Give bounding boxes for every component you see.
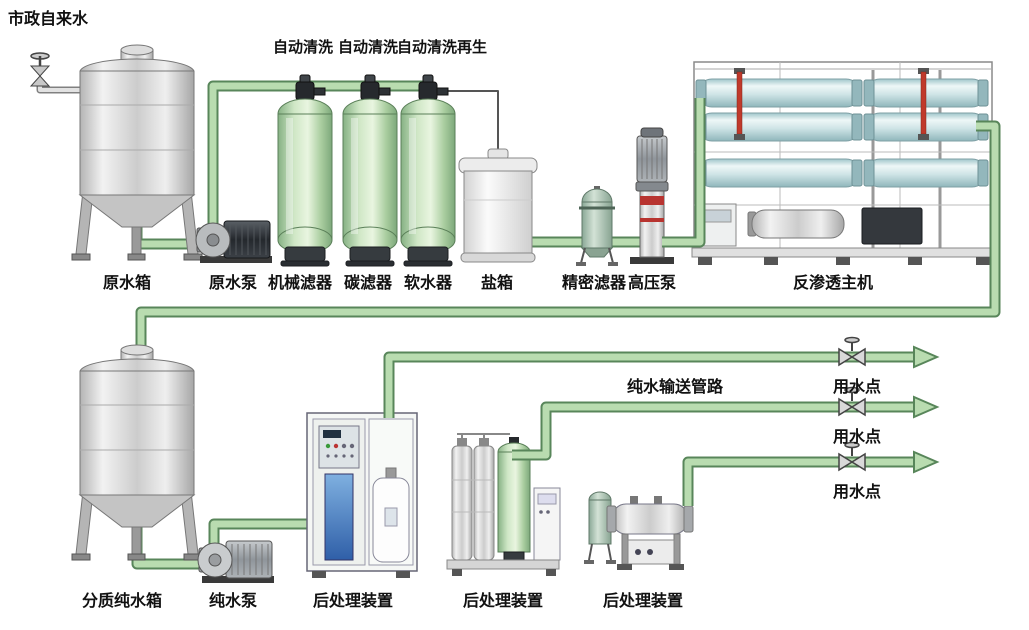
carbon-filter-tank bbox=[342, 74, 398, 267]
label-water-point-3: 用水点 bbox=[833, 482, 881, 501]
water-softener-tank bbox=[400, 74, 456, 267]
pipe-pump-to-filters bbox=[207, 80, 428, 232]
label-mechanical-filter: 机械滤器 bbox=[268, 273, 333, 292]
flow-arrow-3 bbox=[913, 451, 938, 473]
pipe-ro-to-pure-tank bbox=[135, 120, 1001, 364]
high-pressure-pump bbox=[630, 127, 674, 264]
flow-arrow-2 bbox=[913, 396, 938, 418]
post-treatment-device-2 bbox=[446, 433, 561, 576]
diagram-labels: 市政自来水 自动清洗 自动清洗 自动清洗再生 原水箱 原水泵 机械滤器 碳滤器 … bbox=[8, 9, 881, 610]
label-raw-water-pump: 原水泵 bbox=[209, 273, 257, 292]
municipal-water-valve-icon bbox=[29, 52, 51, 87]
precision-filter bbox=[576, 186, 618, 266]
ro-base-rail bbox=[691, 247, 995, 258]
label-ro-main-unit: 反渗透主机 bbox=[793, 273, 873, 292]
label-municipal-water: 市政自来水 bbox=[8, 9, 89, 28]
pure-water-tank bbox=[71, 344, 203, 561]
pipe-delivery-line-1 bbox=[383, 351, 914, 418]
pure-water-pump bbox=[197, 540, 274, 583]
label-raw-water-tank: 原水箱 bbox=[103, 273, 151, 292]
label-post-treatment-2: 后处理装置 bbox=[463, 591, 543, 610]
label-post-treatment-3: 后处理装置 bbox=[603, 591, 683, 610]
pipe-brine-line bbox=[444, 90, 499, 162]
ro-lower-vessel bbox=[747, 209, 845, 239]
label-salt-tank: 盐箱 bbox=[481, 273, 513, 292]
ro-main-unit bbox=[691, 61, 995, 265]
ro-pump-box bbox=[861, 207, 923, 245]
raw-water-tank bbox=[71, 44, 203, 261]
ro-membrane-row-3 bbox=[695, 158, 989, 188]
post-treatment-device-3 bbox=[584, 491, 694, 570]
ro-rotameter-left bbox=[734, 68, 745, 140]
flow-arrow-1 bbox=[913, 346, 938, 368]
label-water-point-2: 用水点 bbox=[833, 427, 881, 446]
label-water-softener: 软水器 bbox=[404, 273, 453, 292]
label-pure-water-pump: 纯水泵 bbox=[209, 591, 257, 610]
label-precision-filter: 精密滤器 bbox=[562, 273, 627, 292]
label-pure-water-tank: 分质纯水箱 bbox=[82, 591, 162, 610]
label-auto-clean-1: 自动清洗 bbox=[273, 38, 333, 56]
label-carbon-filter: 碳滤器 bbox=[344, 273, 393, 292]
ro-rotameter-right bbox=[918, 68, 929, 140]
label-pure-water-pipeline: 纯水输送管路 bbox=[627, 377, 724, 396]
raw-water-pump bbox=[195, 220, 272, 263]
label-water-point-1: 用水点 bbox=[833, 377, 881, 396]
label-high-pressure-pump: 高压泵 bbox=[628, 273, 676, 292]
mechanical-filter-tank bbox=[277, 74, 333, 267]
label-post-treatment-1: 后处理装置 bbox=[313, 591, 393, 610]
label-auto-clean-2: 自动清洗 bbox=[338, 38, 398, 56]
pipe-hp-pump-to-ro bbox=[662, 98, 706, 248]
label-auto-clean-regen: 自动清洗再生 bbox=[397, 38, 487, 56]
salt-tank bbox=[458, 148, 538, 263]
ro-control-display bbox=[704, 209, 732, 223]
pipe-delivery-line-2 bbox=[512, 401, 914, 461]
post-treatment-device-1 bbox=[306, 412, 418, 578]
